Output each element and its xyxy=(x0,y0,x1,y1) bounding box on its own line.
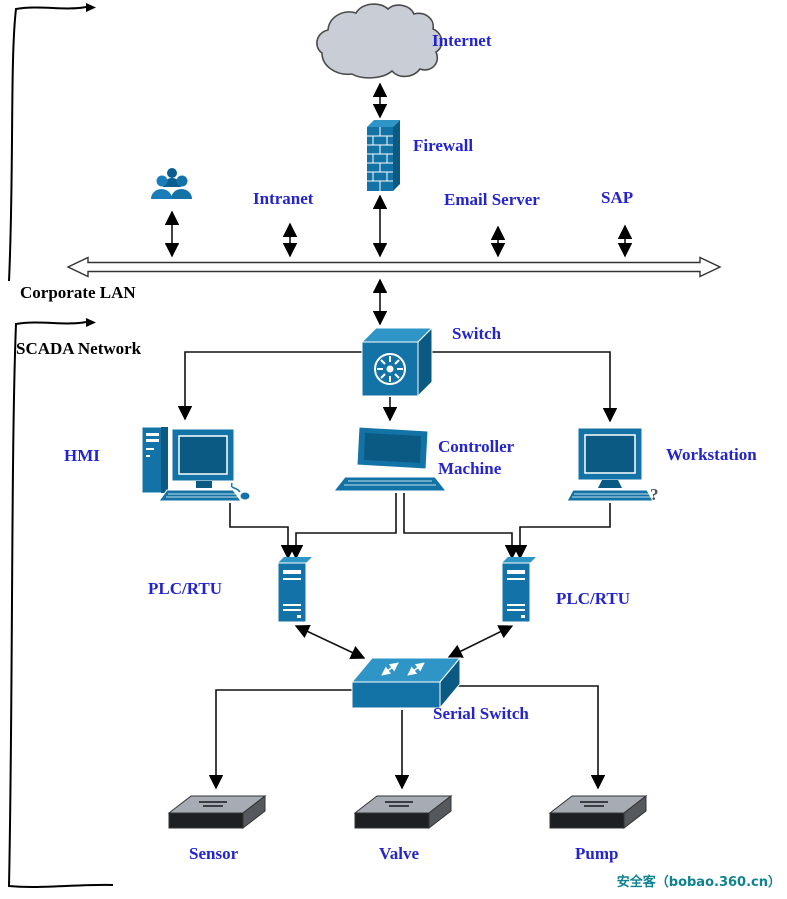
firewall-label: Firewall xyxy=(413,136,474,155)
serial-switch-icon xyxy=(350,656,462,710)
internet-label: Internet xyxy=(432,31,492,50)
connector-controller-plcright xyxy=(403,493,520,560)
email-server-label: Email Server xyxy=(444,190,540,209)
valve-label: Valve xyxy=(379,844,419,863)
connector-switch-hmi xyxy=(177,351,362,421)
hmi-icon xyxy=(141,426,250,502)
intranet-label: Intranet xyxy=(253,189,314,208)
sensor-label: Sensor xyxy=(189,844,239,863)
plc-rtu-left-icon xyxy=(277,557,312,623)
connectors xyxy=(164,82,633,790)
pump-label: Pump xyxy=(575,844,619,863)
connector-switch-workstation xyxy=(418,351,618,423)
hmi-label: HMI xyxy=(64,446,100,465)
switch-icon xyxy=(360,326,434,398)
corporate-lan-brace xyxy=(8,3,96,282)
internet-cloud-icon xyxy=(316,3,443,79)
scada-network-brace xyxy=(7,318,114,888)
switch-label: Switch xyxy=(452,324,502,343)
controller-machine-icon xyxy=(332,426,448,492)
users-icon xyxy=(151,168,192,199)
scada-network-label: SCADA Network xyxy=(16,339,142,358)
workstation-icon: ? xyxy=(566,427,659,504)
connector-hmi-plcleft xyxy=(229,503,296,560)
connector-controller-plcleft xyxy=(288,493,397,560)
connector-workstation-plcright xyxy=(512,503,611,560)
valve-device-icon xyxy=(353,794,453,830)
connector-plcleft-serial xyxy=(294,625,366,659)
workstation-question-mark: ? xyxy=(650,485,659,504)
connector-plcright-serial xyxy=(447,625,514,658)
corporate-lan-bus-arrow xyxy=(66,256,722,278)
plc-rtu-right-icon xyxy=(501,557,536,623)
connector-serial-sensor xyxy=(208,689,352,790)
corporate-lan-label: Corporate LAN xyxy=(20,283,136,302)
workstation-label: Workstation xyxy=(666,445,757,464)
serial-switch-label: Serial Switch xyxy=(433,704,529,723)
firewall-icon xyxy=(367,120,400,191)
connector-serial-pump xyxy=(458,685,606,790)
plc-rtu-right-label: PLC/RTU xyxy=(556,589,631,608)
plc-rtu-left-label: PLC/RTU xyxy=(148,579,223,598)
controller-machine-label: Controller Machine xyxy=(438,437,514,479)
site-watermark: 安全客（bobao.360.cn） xyxy=(616,875,781,890)
sensor-device-icon xyxy=(167,794,267,830)
pump-device-icon xyxy=(548,794,648,830)
sap-label: SAP xyxy=(601,188,634,207)
